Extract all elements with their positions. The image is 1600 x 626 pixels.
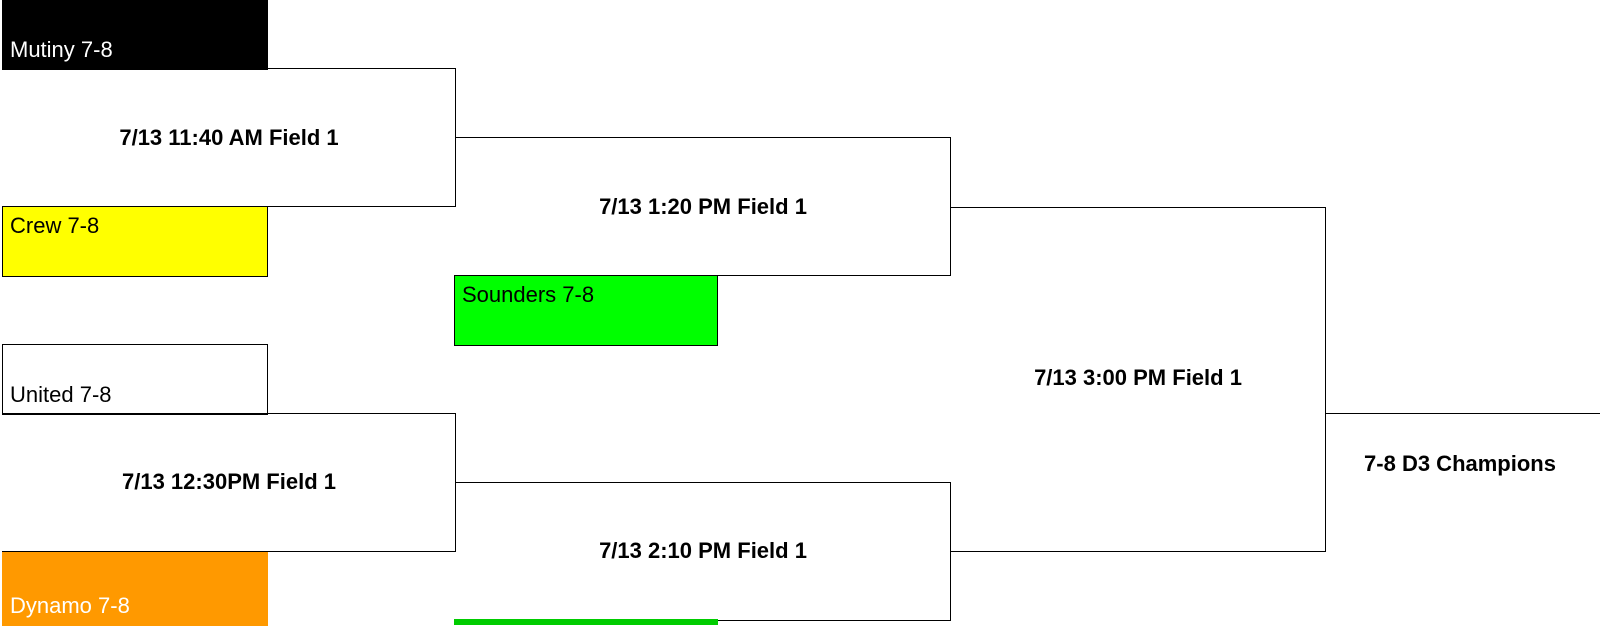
game4-top-line	[455, 482, 951, 483]
team-sounders-label: Sounders 7-8	[462, 282, 595, 307]
team-sounders: Sounders 7-8	[454, 275, 718, 346]
game1-bottom-line	[2, 206, 456, 207]
game3-label: 7/13 1:20 PM Field 1	[599, 194, 807, 219]
team-dynamo: Dynamo 7-8	[2, 551, 268, 626]
team-united-label: United 7-8	[10, 382, 112, 407]
game3-right-line	[950, 137, 951, 276]
game1-label: 7/13 11:40 AM Field 1	[119, 125, 339, 150]
champion-label: 7-8 D3 Champions	[1364, 451, 1556, 476]
team-crew: Crew 7-8	[2, 206, 268, 277]
game2-top-line	[2, 413, 456, 414]
final-right-line	[1325, 207, 1326, 552]
final-bottom-line	[950, 551, 1326, 552]
team-crew-label: Crew 7-8	[10, 213, 100, 238]
team-mutiny-label: Mutiny 7-8	[10, 37, 113, 62]
final-top-line	[950, 207, 1326, 208]
team-united: United 7-8	[2, 344, 268, 415]
game3-top-line	[455, 137, 951, 138]
team-mutiny: Mutiny 7-8	[2, 0, 268, 70]
team-dynamo-label: Dynamo 7-8	[10, 593, 130, 618]
game4-label: 7/13 2:10 PM Field 1	[599, 538, 807, 563]
champion-line	[1325, 413, 1600, 414]
game2-bottom-line	[2, 551, 456, 552]
team-cutoff-green	[454, 619, 718, 625]
game2-label: 7/13 12:30PM Field 1	[122, 469, 336, 494]
game1-top-line	[2, 68, 456, 69]
game3-bottom-line	[718, 275, 951, 276]
final-label: 7/13 3:00 PM Field 1	[1034, 365, 1242, 390]
